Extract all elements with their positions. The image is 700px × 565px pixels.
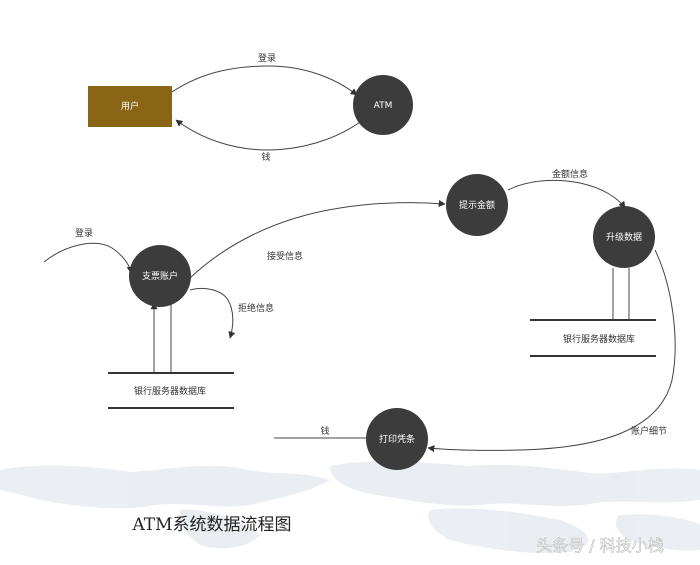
edge-label-amount-info: 金额信息 [552,168,588,180]
print-receipt-process-label: 打印凭条 [379,433,415,445]
show-amount-process-node[interactable] [446,174,508,236]
flow-money-atm-to-user [175,119,361,151]
edge-label-login-top: 登录 [258,53,276,64]
edge-label-reject-info: 拒绝信息 [238,302,274,314]
upgrade-data-process-label: 升级数据 [606,231,642,243]
flow-accept-info [189,200,446,279]
flow-login-in [43,242,134,274]
pay-account-process-node[interactable] [129,245,191,307]
flow-login-user-to-atm [171,65,358,96]
world-map-background [0,461,700,554]
edge-label-money-bottom: 钱 [320,425,329,437]
print-receipt-process-node[interactable] [366,408,428,470]
watermark-text: 头条号 / 科技小栈 [536,536,664,555]
edge-label-money-top: 钱 [261,151,270,163]
store-right-label: 银行服务器数据库 [563,333,635,345]
store-left-label: 银行服务器数据库 [134,385,206,397]
edge-label-login-left: 登录 [75,228,93,239]
upgrade-data-process-node[interactable] [593,206,655,268]
pay-account-process-label: 支票账户 [142,270,178,282]
flow-reject-info [189,287,236,339]
edge-label-account-detail: 账户细节 [631,425,667,437]
user-entity-label: 用户 [121,100,139,112]
show-amount-process-label: 提示金额 [459,199,495,211]
flow-account-detail [427,249,676,453]
diagram-title: ATM系统数据流程图 [131,515,291,535]
flow-amount-info [507,179,626,209]
atm-process-label: ATM [374,101,393,111]
edge-label-accept-info: 接受信息 [267,250,303,262]
user-entity-box[interactable] [88,86,172,127]
atm-process-node[interactable] [353,75,413,135]
